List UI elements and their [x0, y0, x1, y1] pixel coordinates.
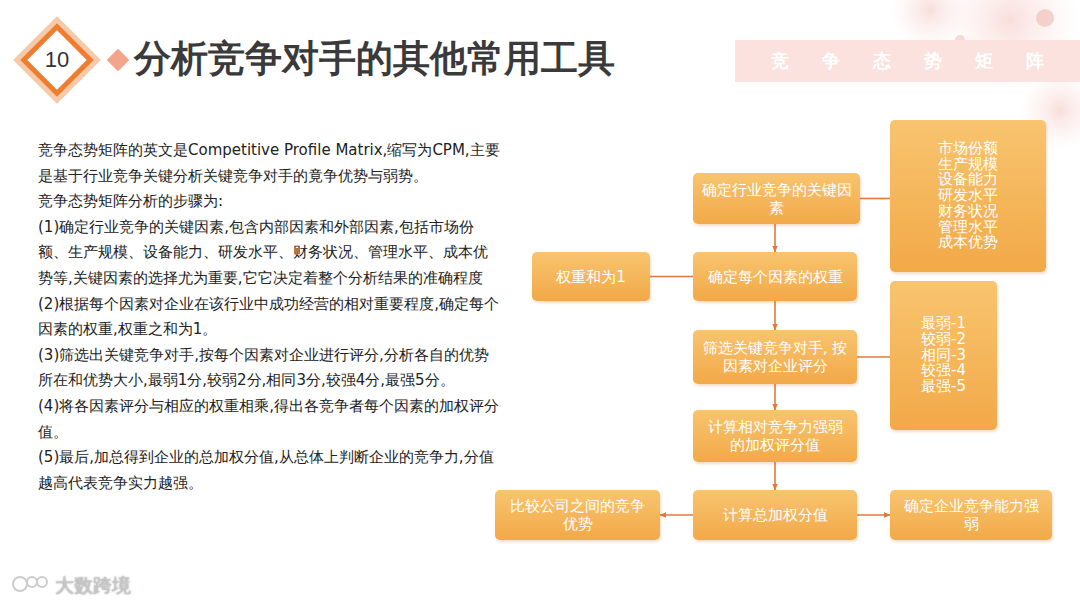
process-box: 确定行业竞争的关键因素	[693, 173, 860, 224]
title-diamond	[107, 49, 130, 72]
number-badge	[13, 16, 101, 104]
process-box: 比较公司之间的竞争优势	[495, 490, 660, 540]
paragraph: (2)根据每个因素对企业在该行业中成功经营的相对重要程度,确定每个因素的权重,权…	[38, 292, 500, 343]
node-text: 计算相对竞争力强弱的加权评分值	[701, 418, 849, 454]
section-number: 10	[45, 47, 69, 73]
header-band-text: 竞争态势矩阵	[738, 49, 1077, 73]
node-text: 相同-3	[921, 348, 966, 364]
node-text: 设备能力	[938, 172, 998, 188]
paragraph: (5)最后,加总得到企业的总加权分值,从总体上判断企业的竞争力,分值越高代表竞争…	[38, 445, 500, 496]
header-band	[735, 40, 1080, 82]
node-text: 计算总加权分值	[723, 506, 828, 524]
factor-list-box: 最弱-1较弱-2相同-3较强-4最强-5	[890, 281, 997, 430]
node-text: 比较公司之间的竞争优势	[503, 497, 652, 533]
process-box: 计算相对竞争力强弱的加权评分值	[693, 410, 857, 462]
node-text: 较弱-2	[921, 332, 966, 348]
node-text: 研发水平	[938, 188, 998, 204]
flow-arrow	[774, 462, 776, 490]
connector-line	[857, 356, 890, 358]
process-box: 计算总加权分值	[693, 490, 857, 540]
process-box: 筛选关键竞争对手, 按因素对企业评分	[693, 330, 857, 384]
flow-arrow	[857, 514, 890, 516]
connector-line	[860, 198, 890, 200]
node-text: 确定每个因素的权重	[708, 268, 843, 286]
factor-list-box: 市场份额生产规模设备能力研发水平财务状况管理水平成本优势	[890, 120, 1046, 272]
paragraph: (4)将各因素评分与相应的权重相乘,得出各竞争者每个因素的加权评分值。	[38, 394, 500, 445]
node-text: 较强-4	[921, 363, 966, 379]
node-text: 市场份额	[938, 141, 998, 157]
page-title: 分析竞争对手的其他常用工具	[134, 34, 615, 84]
connector-line	[650, 276, 693, 278]
node-text: 最强-5	[921, 379, 966, 395]
node-text: 生产规模	[938, 157, 998, 173]
flow-arrow	[774, 301, 776, 330]
node-text: 最弱-1	[921, 316, 966, 332]
paragraph: (3)筛选出关键竞争对手,按每个因素对企业进行评分,分析各自的优势所在和优势大小…	[38, 343, 500, 394]
flow-arrow	[660, 514, 693, 516]
watermark-logo	[13, 577, 47, 591]
node-text: 成本优势	[938, 235, 998, 251]
description-text: 竞争态势矩阵的英文是Competitive Profile Matrix,缩写为…	[38, 138, 500, 496]
node-text: 确定企业竞争能力强弱	[898, 497, 1044, 533]
node-text: 筛选关键竞争对手, 按因素对企业评分	[701, 339, 849, 375]
process-box: 确定每个因素的权重	[693, 252, 857, 301]
watermark: 大数跨境	[55, 573, 131, 599]
flow-arrow	[774, 224, 776, 252]
flow-arrow	[774, 384, 776, 410]
process-box: 权重和为1	[532, 252, 650, 301]
process-box: 确定企业竞争能力强弱	[890, 490, 1052, 540]
paragraph: 竞争态势矩阵分析的步骤为:	[38, 189, 500, 215]
background-dot	[1036, 9, 1054, 27]
node-text: 管理水平	[938, 220, 998, 236]
node-text: 权重和为1	[556, 268, 626, 286]
paragraph: 竞争态势矩阵的英文是Competitive Profile Matrix,缩写为…	[38, 138, 500, 189]
node-text: 确定行业竞争的关键因素	[701, 181, 852, 217]
node-text: 财务状况	[938, 204, 998, 220]
paragraph: (1)确定行业竞争的关键因素,包含内部因素和外部因素,包括市场份额、生产规模、设…	[38, 215, 500, 292]
